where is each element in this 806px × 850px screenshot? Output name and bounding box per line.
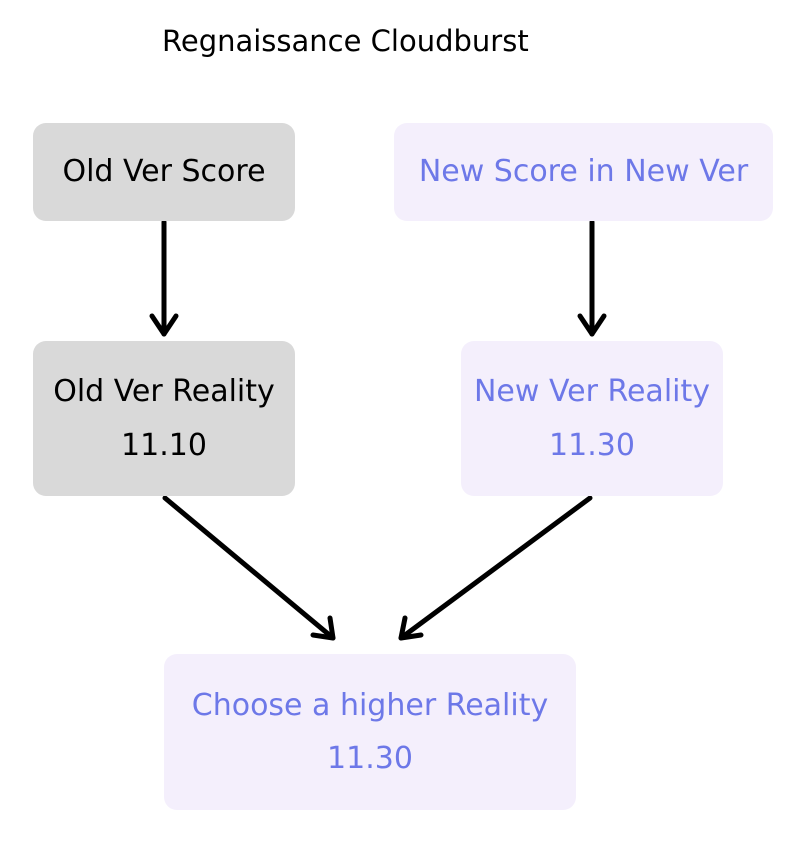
arrow-new-reality-to-choose	[398, 495, 593, 641]
arrow-old-score-to-old-reality	[149, 219, 179, 337]
diagram-title: Regnaissance Cloudburst	[162, 24, 529, 58]
node-value: 11.10	[121, 427, 207, 463]
node-choose-higher-reality: Choose a higher Reality 11.30	[164, 654, 576, 810]
node-old-ver-reality: Old Ver Reality 11.10	[33, 341, 295, 496]
node-label: Choose a higher Reality	[191, 687, 549, 723]
node-label: Old Ver Score	[62, 154, 266, 190]
node-label: New Score in New Ver	[418, 154, 749, 190]
node-new-ver-reality: New Ver Reality 11.30	[461, 341, 723, 496]
node-new-score-in-new-ver: New Score in New Ver	[394, 123, 773, 221]
node-value: 11.30	[549, 427, 635, 463]
arrow-new-score-to-new-reality	[577, 219, 607, 337]
node-value: 11.30	[327, 741, 413, 776]
node-label: New Ver Reality	[473, 374, 710, 409]
node-old-ver-score: Old Ver Score	[33, 123, 295, 221]
node-label: Old Ver Reality	[53, 374, 275, 409]
arrow-old-reality-to-choose	[162, 495, 336, 641]
